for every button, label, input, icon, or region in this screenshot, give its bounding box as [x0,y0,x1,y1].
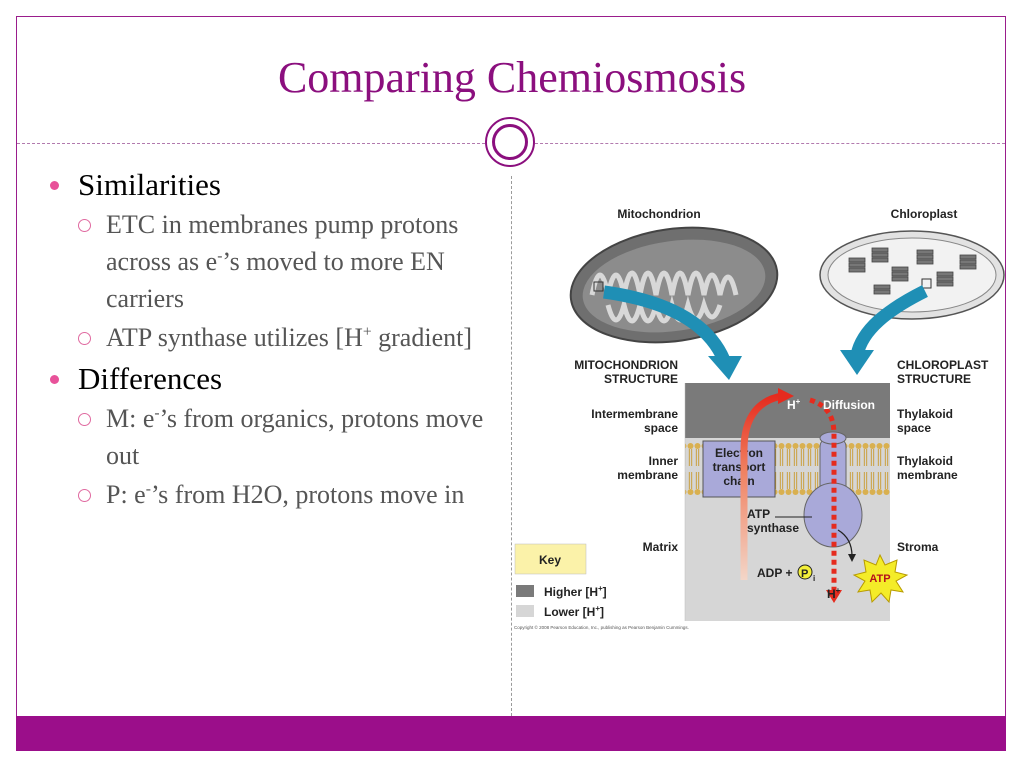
column-divider [511,176,512,716]
thylakoid-membrane-label: Thylakoid [897,454,953,468]
phosphate-circle [797,564,813,580]
divider-circle-ornament [485,117,535,167]
proton-diffusion-arrow [809,397,837,592]
svg-text:space: space [644,421,678,435]
intermembrane-space-label: Intermembrane [591,407,678,421]
mitochondrion-title: Mitochondrion [617,207,700,221]
h-plus-top-label: H+ [787,397,801,412]
footer-bar [16,716,1006,751]
sub-bullet-ring [78,489,91,502]
chloroplast-arrow-head [840,350,874,375]
inner-membrane-label: Inner [649,454,679,468]
sub-bullet-ring [78,332,91,345]
svg-text:Key: Key [539,553,561,567]
svg-text:ATP: ATP [747,507,770,521]
chloroplast-drawing [819,230,1005,320]
title-divider-left [17,143,485,144]
slide-title: Comparing Chemiosmosis [277,53,747,102]
title-divider-right [535,143,1005,144]
key-legend: Key Higher [H+] Lower [H+] [514,543,607,619]
svg-text:space: space [897,421,931,435]
bullet-differences: Differences [48,360,503,398]
svg-text:STRUCTURE: STRUCTURE [604,372,678,386]
stroma-label: Stroma [897,540,939,554]
copyright-note: Copyright © 2008 Pearson Education, Inc.… [514,624,689,630]
bullet-dot [50,375,59,384]
svg-text:synthase: synthase [747,521,799,535]
svg-text:ATP: ATP [869,573,890,585]
mitochondrion-drawing [569,226,779,344]
chloroplast-zoom-arrow [850,285,928,357]
svg-text:i: i [813,574,815,583]
proton-pump-arrow [740,392,783,580]
chloroplast-title: Chloroplast [891,207,958,221]
sub-bullet-mitochondria: M: e-’s from organics, protons move out [48,400,503,474]
diffusion-label: Diffusion [823,398,875,412]
bullet-similarities: Similarities [48,166,503,204]
bullet-dot [50,181,59,190]
key-higher-swatch [516,585,534,597]
sub-bullet-ring [78,219,91,232]
chloroplast-structure-label: CHLOROPLAST [897,358,989,372]
electron-transport-chain [702,440,776,498]
svg-text:membrane: membrane [897,468,958,482]
adp-label: ADP + [757,566,792,580]
matrix-label: Matrix [643,540,679,554]
sub-bullet-etc: ETC in membranes pump protons across as … [48,206,503,317]
svg-text:membrane: membrane [617,468,678,482]
mitochondrion-arrow-head [708,356,742,380]
mitochondrion-structure-label: MITOCHONDRION [574,358,678,372]
mitochondrion-zoom-arrow [603,285,730,363]
atp-starburst [852,553,909,604]
chemiosmosis-figure: Mitochondrion Chloroplast [514,207,1005,630]
svg-text:Electron: Electron [715,446,763,460]
sub-bullet-atp-synthase: ATP synthase utilizes [H+ gradient] [48,319,503,356]
key-higher-label: Higher [H+] [544,584,607,599]
bullet-list: Similarities ETC in membranes pump proto… [48,162,503,513]
svg-text:P: P [801,568,808,580]
svg-text:STRUCTURE: STRUCTURE [897,372,971,386]
key-lower-swatch [516,605,534,617]
svg-text:chain: chain [723,474,754,488]
sub-bullet-ring [78,413,91,426]
svg-text:transport: transport [713,460,766,474]
h-plus-bottom-label: H+ [827,586,841,601]
sub-bullet-plastid: P: e-’s from H2O, protons move in [48,476,503,513]
key-lower-label: Lower [H+] [544,604,604,619]
thylakoid-space-label: Thylakoid [897,407,953,421]
atp-synthesis-arrow [837,529,853,557]
